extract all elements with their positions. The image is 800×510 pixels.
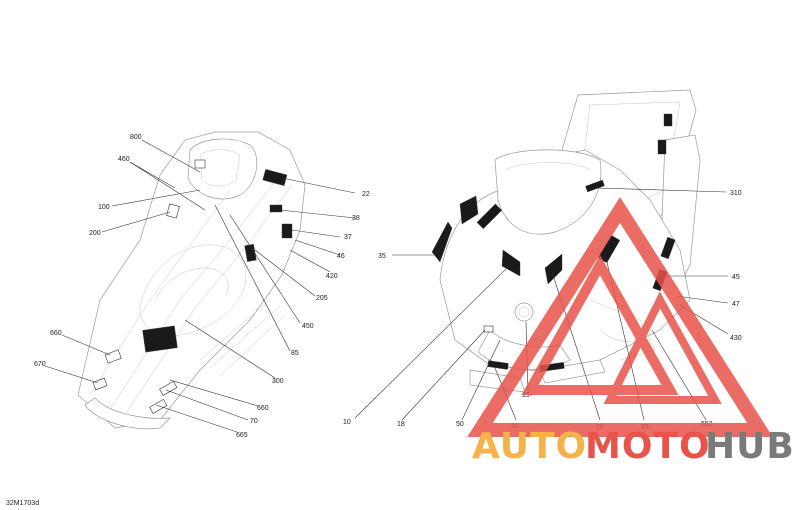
decal-rear-2 bbox=[657, 139, 667, 155]
callout-430: 430 bbox=[730, 335, 742, 342]
callout-50: 50 bbox=[456, 421, 464, 428]
left-vehicle-outline bbox=[77, 131, 306, 430]
decal-10 bbox=[501, 249, 521, 277]
callout-310: 310 bbox=[730, 190, 742, 197]
left-leaders bbox=[44, 139, 356, 433]
watermark-text-hub: HUB bbox=[705, 426, 795, 467]
callout-200: 200 bbox=[89, 230, 101, 237]
callout-45: 45 bbox=[732, 274, 740, 281]
callout-100: 100 bbox=[98, 204, 110, 211]
decal-45 bbox=[660, 236, 676, 260]
decal-205 bbox=[244, 244, 257, 262]
decal-310 bbox=[585, 179, 605, 193]
decal-20 bbox=[544, 253, 563, 285]
watermark-text-moto: MOTO bbox=[585, 426, 711, 467]
decal-665 bbox=[149, 398, 168, 414]
callout-460: 460 bbox=[118, 156, 130, 163]
left-callout-labels: 800 460 100 200 22 38 37 46 420 205 450 … bbox=[34, 134, 370, 439]
watermark-triangle-inner-left bbox=[521, 254, 679, 395]
callout-22: 22 bbox=[362, 191, 370, 198]
callout-450: 450 bbox=[302, 323, 314, 330]
watermark bbox=[467, 196, 773, 437]
watermark-text-auto: AUTO bbox=[472, 426, 587, 467]
decal-37 bbox=[281, 223, 293, 239]
figure-code: 32M1703d bbox=[6, 500, 39, 507]
callout-420: 420 bbox=[326, 273, 338, 280]
decal-18 bbox=[483, 325, 494, 333]
callout-38: 38 bbox=[352, 215, 360, 222]
decal-800 bbox=[194, 159, 206, 169]
callout-46: 46 bbox=[337, 253, 345, 260]
callout-800: 800 bbox=[130, 134, 142, 141]
callout-15: 15 bbox=[522, 392, 530, 399]
watermark-triangle-outer bbox=[467, 196, 773, 437]
decal-670 bbox=[92, 377, 108, 391]
watermark-triangle-inner-right bbox=[603, 291, 722, 404]
callout-300: 300 bbox=[272, 378, 284, 385]
callout-47: 47 bbox=[732, 301, 740, 308]
callout-37: 37 bbox=[344, 234, 352, 241]
decal-35 bbox=[431, 221, 453, 263]
decal-91 bbox=[487, 360, 509, 370]
callout-85: 85 bbox=[291, 350, 299, 357]
decal-brand-left bbox=[476, 203, 503, 230]
callout-205: 205 bbox=[316, 295, 328, 302]
decal-side-panel bbox=[459, 195, 479, 225]
callout-35: 35 bbox=[378, 253, 386, 260]
decal-tunnel-stripes bbox=[142, 325, 178, 353]
right-vehicle-outline bbox=[439, 89, 701, 393]
callout-660-upper: 660 bbox=[50, 330, 62, 337]
watermark-wordmark: AUTO MOTO HUB bbox=[472, 426, 795, 467]
callout-10: 10 bbox=[343, 419, 351, 426]
callout-665: 665 bbox=[236, 432, 248, 439]
decal-660 bbox=[104, 349, 122, 364]
callout-70: 70 bbox=[250, 418, 258, 425]
callout-660-lower: 660 bbox=[257, 405, 269, 412]
decal-22 bbox=[262, 169, 288, 186]
callout-670: 670 bbox=[34, 361, 46, 368]
left-decals bbox=[92, 159, 293, 414]
callout-18: 18 bbox=[397, 421, 405, 428]
decal-200 bbox=[166, 203, 180, 219]
decal-rear-1 bbox=[663, 113, 673, 127]
decal-38 bbox=[269, 204, 283, 213]
